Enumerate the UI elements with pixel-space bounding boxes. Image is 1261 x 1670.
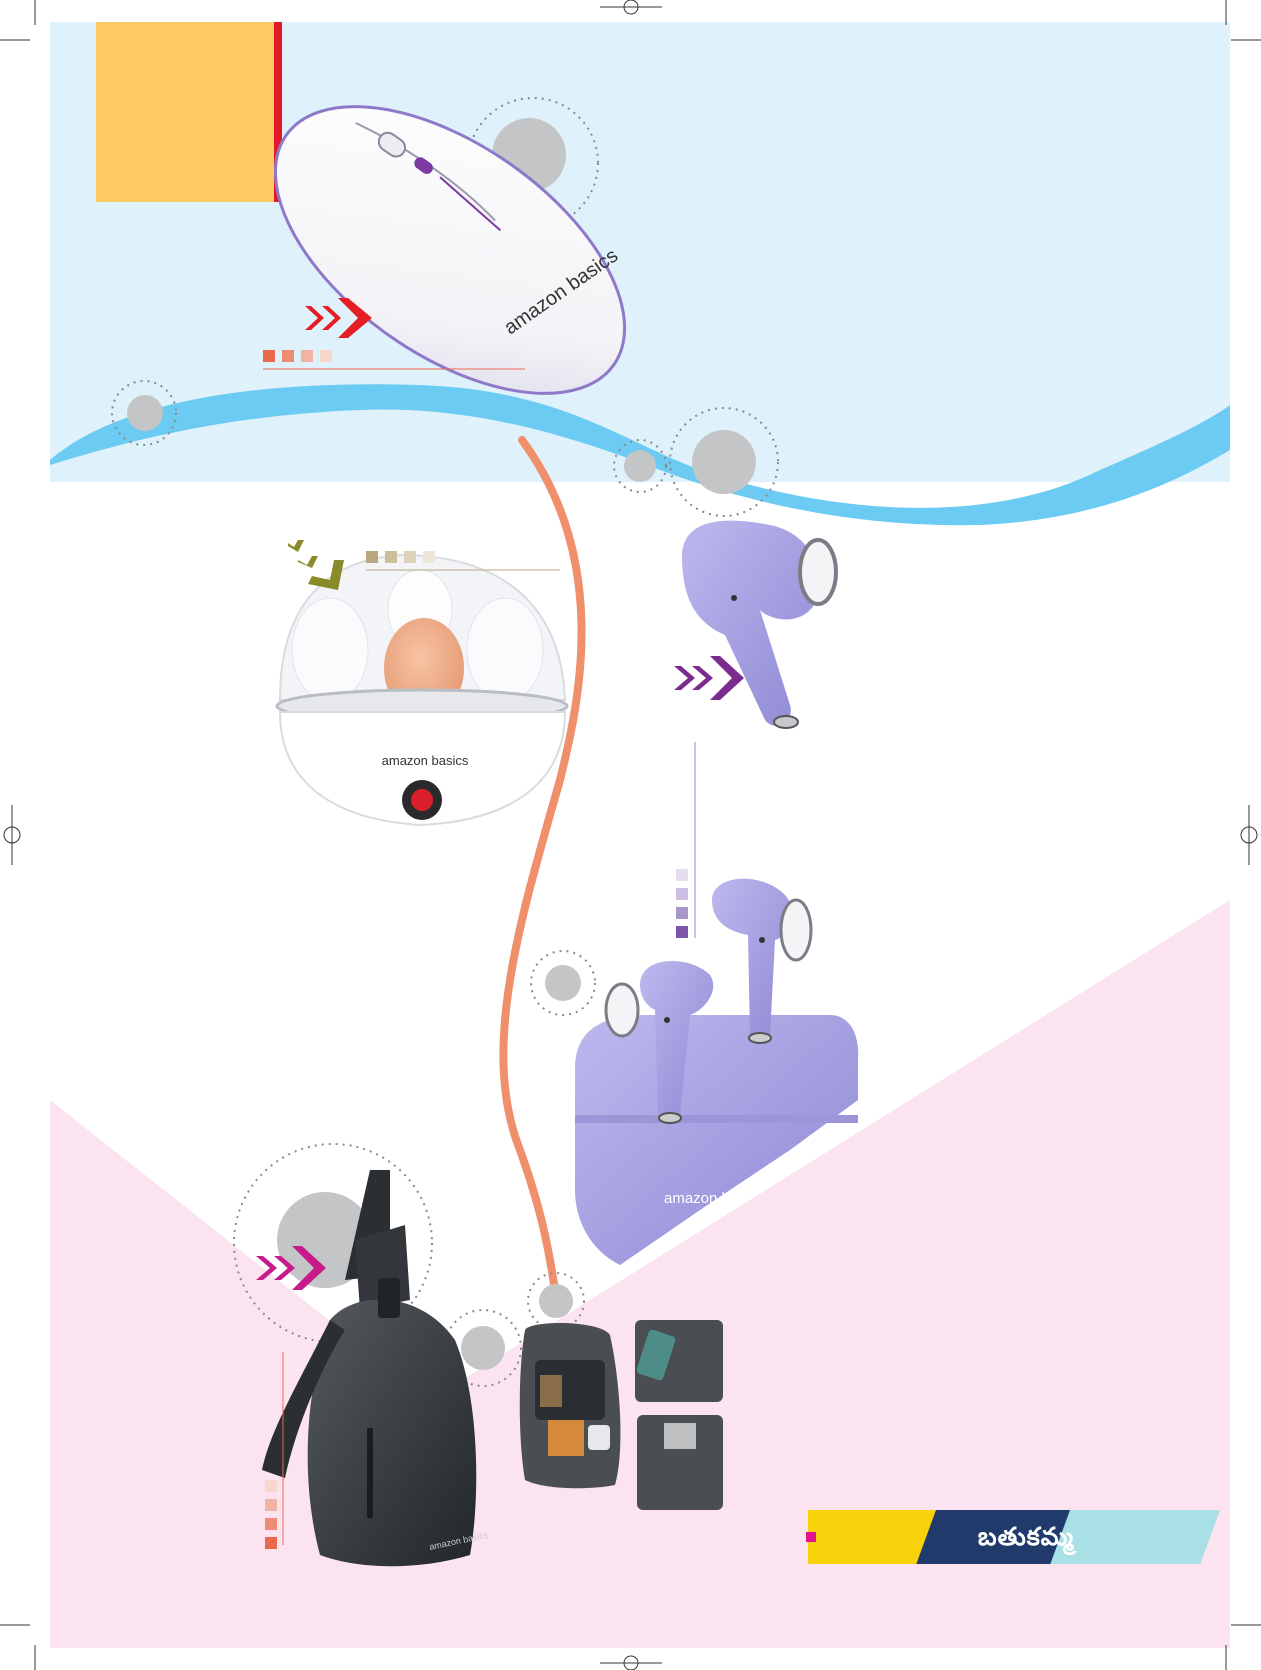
egg-boiler-brand-label: amazon basics xyxy=(382,753,469,768)
square-dots-2 xyxy=(366,551,560,571)
sling-bag xyxy=(262,1170,477,1567)
wireless-mouse xyxy=(273,105,627,395)
bag-back-pocket-view xyxy=(637,1415,723,1510)
square-dots-1 xyxy=(263,350,525,370)
purple-chevron-icon xyxy=(674,656,744,700)
red-accent-bar xyxy=(274,22,282,202)
egg-boiler xyxy=(275,553,569,827)
connector-line xyxy=(499,436,586,1294)
earbuds-case-brand-label: amazon b xyxy=(664,1190,730,1207)
section-title: బతుకమ్మ xyxy=(977,1522,1075,1551)
bag-front-pocket-view xyxy=(635,1320,723,1402)
magenta-chevron-icon xyxy=(256,1246,326,1290)
bag-open-view xyxy=(519,1323,621,1489)
square-dots-4 xyxy=(265,1352,284,1549)
single-earbud xyxy=(681,520,838,729)
ribbon-bullet xyxy=(806,1532,816,1542)
square-dots-3 xyxy=(676,742,696,938)
section-ribbon: బతుకమ్మ xyxy=(808,1510,1228,1564)
olive-chevron-icon xyxy=(288,540,344,590)
earbuds-with-case xyxy=(575,878,859,1265)
title-block xyxy=(96,22,274,202)
red-chevron-icon xyxy=(305,298,372,338)
